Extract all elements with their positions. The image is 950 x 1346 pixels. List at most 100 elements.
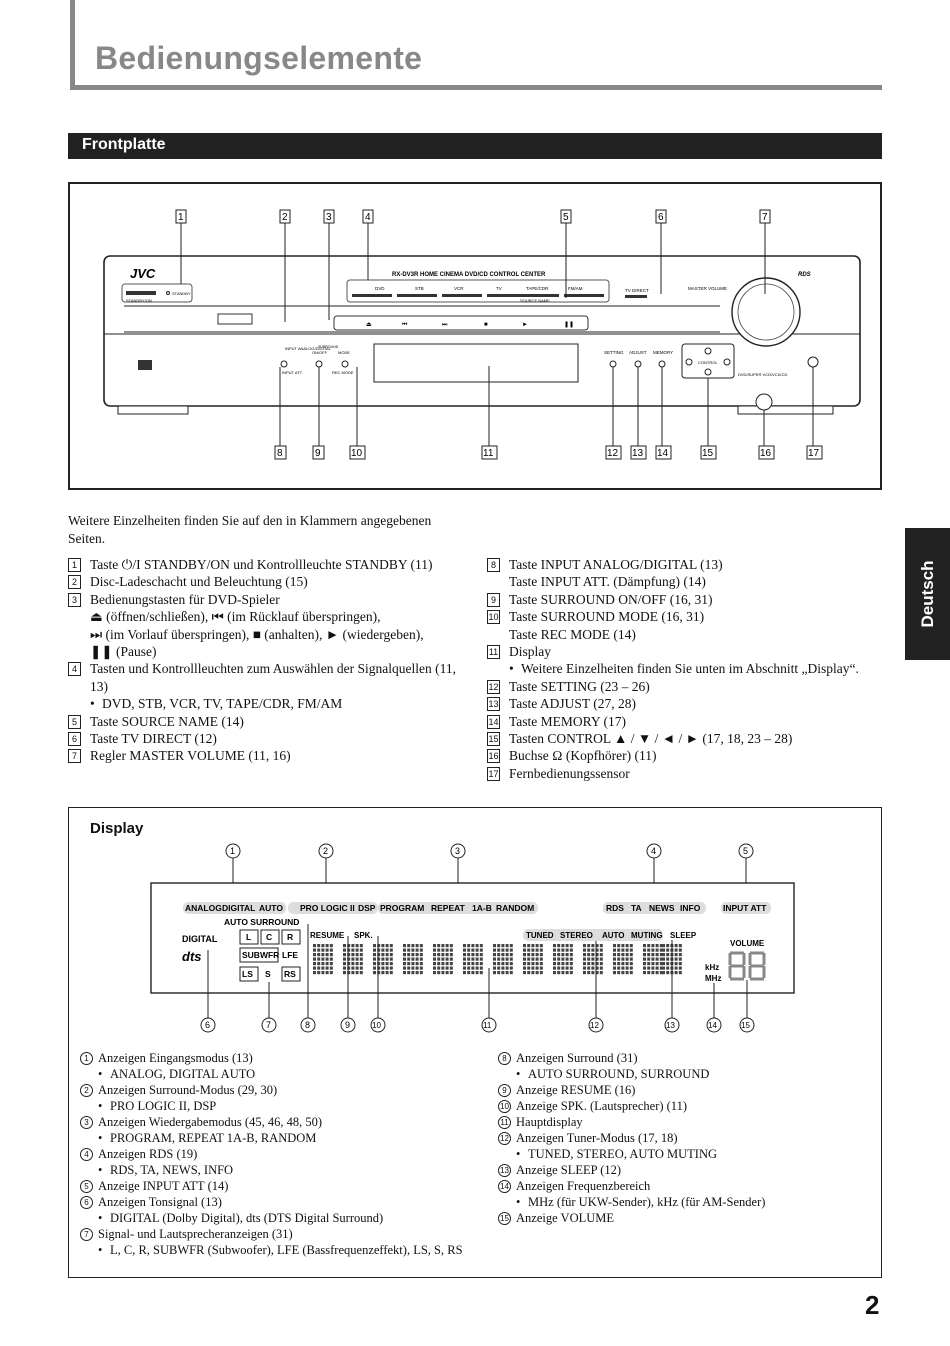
standby-label: STANDBY/ON [126, 298, 152, 303]
item-number: 11 [487, 645, 500, 660]
item-number: 5 [80, 1180, 93, 1193]
display-callout-3: 3 [455, 846, 460, 856]
source-tv-button[interactable] [487, 294, 527, 297]
front-panel-figure: JVC STANDBY/ON STANDBY RX-DV3R HOME CINE… [68, 182, 882, 490]
source-tape-button[interactable] [519, 294, 559, 297]
callout-12: 12 [607, 448, 619, 459]
item-number: 17 [487, 766, 500, 781]
spk-c: C [266, 932, 272, 942]
item-text: Signal- und Lautsprecheranzeigen (31) [98, 1227, 293, 1241]
standby-lamp [166, 291, 170, 295]
item-bullet: DIGITAL (Dolby Digital), dts (DTS Digita… [98, 1210, 475, 1226]
source-stb-button[interactable] [397, 294, 437, 297]
pause-icon[interactable]: ❚❚ [564, 321, 574, 328]
source-vcr-label: VCR [454, 286, 464, 291]
input-button[interactable] [280, 360, 288, 368]
tv-direct-button[interactable] [625, 295, 647, 298]
item-text: ⏏ (öffnen/schließen), ⏮ (im Rücklauf übe… [90, 609, 381, 625]
item-bullet: RDS, TA, NEWS, INFO [98, 1162, 475, 1178]
surround-mode-button[interactable] [341, 360, 349, 368]
item-text: Regler MASTER VOLUME (11, 16) [90, 748, 291, 764]
list-item: 13 Taste ADJUST (27, 28) [487, 695, 887, 712]
item-bullet: PROGRAM, REPEAT 1A-B, RANDOM [98, 1130, 475, 1146]
item-text: Taste SURROUND ON/OFF (16, 31) [509, 591, 713, 607]
item-text: Anzeigen Tuner-Modus (17, 18) [516, 1131, 678, 1145]
control-left-button[interactable] [685, 358, 693, 366]
matrix-char [343, 944, 363, 975]
eject-icon[interactable]: ⏏ [366, 322, 372, 328]
stop-icon[interactable]: ■ [484, 322, 488, 328]
spk-s: S [265, 969, 271, 979]
source-tape-label: TAPE/CDR [526, 286, 549, 291]
item-number: 16 [487, 749, 500, 764]
callout-10: 10 [351, 448, 363, 459]
skip-back-icon[interactable]: ⏮ [402, 322, 408, 328]
item-text: Taste ADJUST (27, 28) [509, 696, 637, 712]
control-up-button[interactable] [704, 347, 712, 355]
item-number: 14 [498, 1180, 511, 1193]
item-number: 2 [68, 575, 81, 590]
ind-stereo: STEREO [560, 931, 593, 940]
foot-left [117, 405, 189, 415]
rds-logo: RDS [798, 272, 811, 278]
item-number: 12 [498, 1132, 511, 1145]
skip-forward-icon[interactable]: ⏭ [442, 322, 448, 328]
brand-logo: JVC [130, 266, 156, 281]
setting-button[interactable] [609, 360, 617, 368]
matrix-char [583, 944, 603, 975]
item-number: 15 [498, 1212, 511, 1225]
item-text: Buchse Ω (Kopfhörer) (11) [509, 748, 657, 764]
item-number: 2 [80, 1084, 93, 1097]
ind-dolby-digital: DIGITAL [182, 934, 218, 944]
display-callout-4: 4 [651, 846, 656, 856]
ind-auto: AUTO [259, 903, 283, 913]
item-text: Taste SETTING (23 – 26) [509, 678, 650, 694]
page-title: Bedienungselemente [95, 40, 423, 76]
callout-7: 7 [762, 212, 768, 223]
ind-analog: ANALOG [185, 903, 222, 913]
callout-9: 9 [315, 448, 321, 459]
matrix-char [493, 944, 513, 975]
control-down-button[interactable] [704, 368, 712, 376]
source-dvd-button[interactable] [352, 294, 392, 297]
master-volume-knob[interactable] [731, 277, 801, 347]
adjust-button[interactable] [634, 360, 642, 368]
callout-8: 8 [277, 448, 283, 459]
source-vcr-button[interactable] [442, 294, 482, 297]
source-name-label: SOURCE NAME [520, 298, 550, 303]
ind-spk: SPK. [354, 931, 373, 940]
ind-input-att: INPUT ATT [723, 903, 767, 913]
standby-button[interactable] [126, 291, 156, 295]
display-drawing: 1 2 3 4 5 ANALOG DIGITAL AUTO PRO LOGIC … [150, 843, 795, 1033]
dvd-transport-buttons: ⏏ ⏮ ⏭ ■ ► ❚❚ [366, 321, 574, 328]
ind-sleep: SLEEP [670, 931, 697, 940]
ind-dsp: DSP [358, 903, 376, 913]
callout-15: 15 [702, 448, 714, 459]
memory-button[interactable] [658, 360, 666, 368]
rec-mode-label: REC MODE [332, 370, 354, 375]
display-callout-12: 12 [590, 1021, 599, 1030]
section-title: Frontplatte [82, 136, 166, 153]
control-right-button[interactable] [723, 358, 731, 366]
item-bullet: ANALOG, DIGITAL AUTO [98, 1066, 475, 1082]
remote-sensor [807, 356, 819, 368]
item-number: 13 [487, 697, 500, 712]
play-icon[interactable]: ► [522, 322, 528, 328]
display-heading: Display [90, 820, 144, 837]
surround-on-off-button[interactable] [315, 360, 323, 368]
ind-auto-surround: AUTO SURROUND [224, 917, 299, 927]
headphone-jack[interactable] [755, 393, 773, 411]
matrix-char [433, 944, 453, 975]
page-number: 2 [865, 1290, 880, 1320]
front-panel-drawing: JVC STANDBY/ON STANDBY RX-DV3R HOME CINE… [103, 209, 861, 460]
list-item: 16 Buchse Ω (Kopfhörer) (11) [487, 747, 887, 764]
source-fm-button[interactable] [564, 294, 604, 297]
